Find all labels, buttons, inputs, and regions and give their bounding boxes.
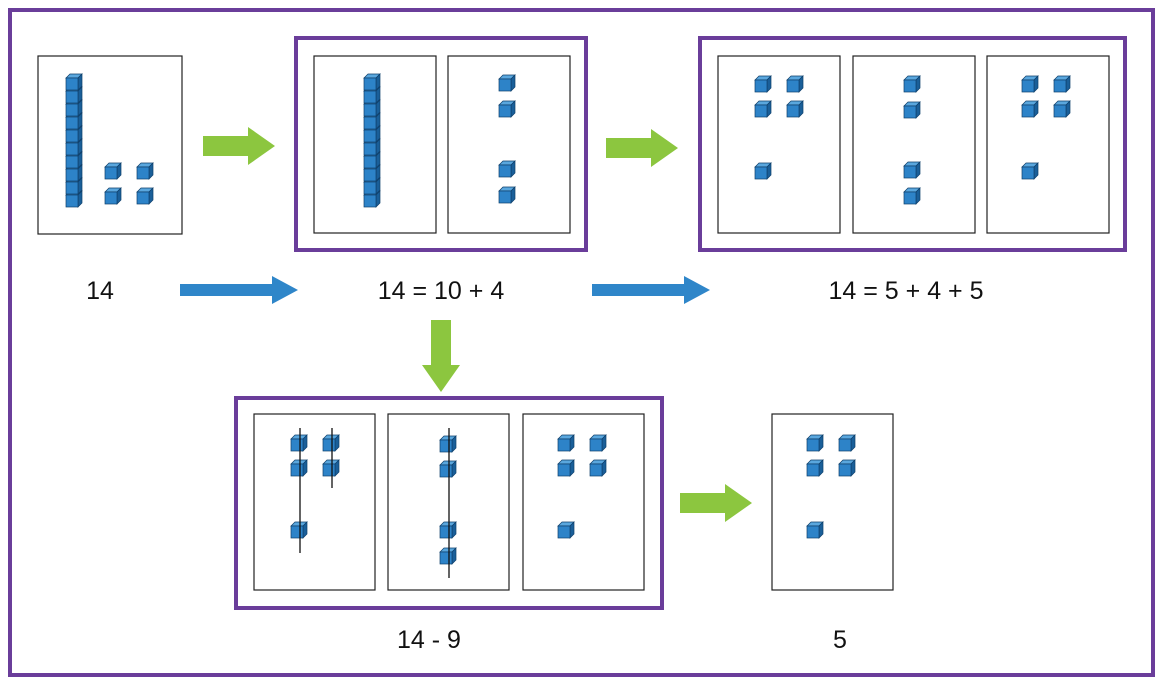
green-arrow-icon	[422, 320, 460, 392]
unit-cube-icon	[903, 75, 921, 93]
unit-cube-icon	[498, 186, 516, 204]
start-card	[37, 55, 183, 235]
decompose-card-ones	[447, 55, 571, 234]
ten-rod-icon	[65, 73, 83, 208]
unit-cube-icon	[557, 521, 575, 539]
green-arrow-icon	[203, 127, 275, 165]
ten-rod-icon	[363, 73, 381, 208]
unit-cube-icon	[903, 161, 921, 179]
unit-cube-icon	[754, 162, 772, 180]
decompose-card-tens	[313, 55, 437, 234]
unit-cube-icon	[903, 187, 921, 205]
start-label: 14	[86, 277, 114, 305]
rod-unit-cube	[363, 73, 381, 91]
result-label: 5	[833, 626, 847, 654]
subtract-card-2	[387, 413, 510, 591]
green-arrow-icon	[606, 129, 678, 167]
unit-cube-icon	[498, 74, 516, 92]
regroup-label: 14 = 5 + 4 + 5	[829, 277, 984, 305]
unit-cube-icon	[290, 521, 308, 539]
subtract-card-3	[522, 413, 645, 591]
unit-cube-icon	[439, 521, 457, 539]
unit-cube-icon	[498, 100, 516, 118]
rod-unit-cube	[65, 73, 83, 91]
subtract-card-1	[253, 413, 376, 591]
green-arrow-icon	[680, 484, 752, 522]
subtract-group-frame	[234, 396, 664, 610]
unit-cube-icon	[439, 460, 457, 478]
unit-cube-icon	[498, 160, 516, 178]
unit-cube-icon	[439, 435, 457, 453]
unit-cube-icon	[806, 521, 824, 539]
unit-cube-icon	[903, 101, 921, 119]
blue-arrow-icon	[592, 276, 710, 304]
regroup-card-3	[986, 55, 1110, 234]
blue-arrow-icon	[180, 276, 298, 304]
regroup-group-frame	[698, 36, 1127, 252]
unit-cube-icon	[1021, 162, 1039, 180]
outer-frame	[8, 8, 1155, 677]
decompose-group-frame	[294, 36, 588, 252]
regroup-card-2	[852, 55, 976, 234]
result-card	[771, 413, 894, 591]
regroup-card-1	[717, 55, 841, 234]
subtract-label: 14 - 9	[397, 626, 461, 654]
decompose-label: 14 = 10 + 4	[378, 277, 505, 305]
unit-cube-icon	[439, 547, 457, 565]
